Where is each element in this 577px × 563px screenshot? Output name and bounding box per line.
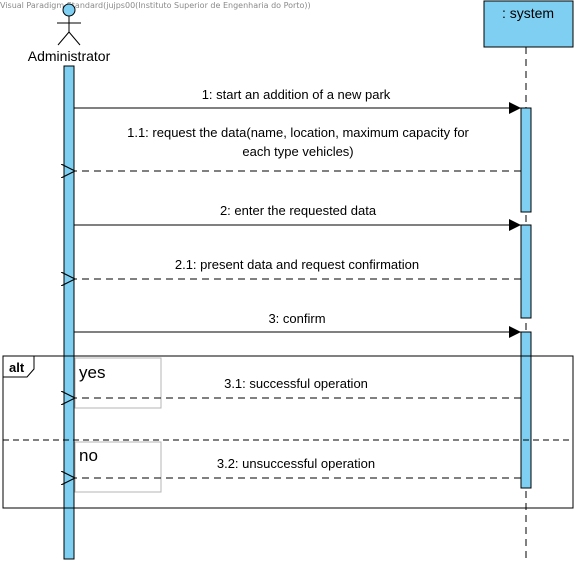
guard-no-label: no xyxy=(79,446,98,465)
system-activation-bar-3 xyxy=(520,331,532,489)
alt-frame-tag: alt xyxy=(9,360,25,375)
message-2-1-label: 2.1: present data and request confirmati… xyxy=(175,257,419,272)
system-lifeline-head xyxy=(483,0,574,48)
message-3-2-label: 3.2: unsuccessful operation xyxy=(217,456,375,471)
administrator-activation-bar xyxy=(63,65,75,560)
guard-no-box xyxy=(74,441,162,493)
message-3-label: 3: confirm xyxy=(268,311,325,326)
system-activation-bar-2 xyxy=(520,224,532,319)
message-2-label: 2: enter the requested data xyxy=(220,203,377,218)
alt-frame xyxy=(2,355,574,509)
message-1-label: 1: start an addition of a new park xyxy=(202,87,391,102)
guard-yes-label: yes xyxy=(79,363,105,382)
message-1-1-label-line2: each type vehicles) xyxy=(242,144,353,159)
alt-frame-tag-box xyxy=(2,355,35,378)
watermark-text: Visual Paradigm Standard(jujps00(Institu… xyxy=(0,1,311,10)
system-activation-bar-1 xyxy=(520,107,532,213)
message-1-1-label-line1: 1.1: request the data(name, location, ma… xyxy=(127,125,469,140)
guard-yes-box xyxy=(74,357,162,409)
administrator-label: Administrator xyxy=(28,48,111,64)
system-label: : system xyxy=(502,5,554,21)
message-3-1-label: 3.1: successful operation xyxy=(224,376,368,391)
administrator-actor-icon xyxy=(57,3,81,46)
